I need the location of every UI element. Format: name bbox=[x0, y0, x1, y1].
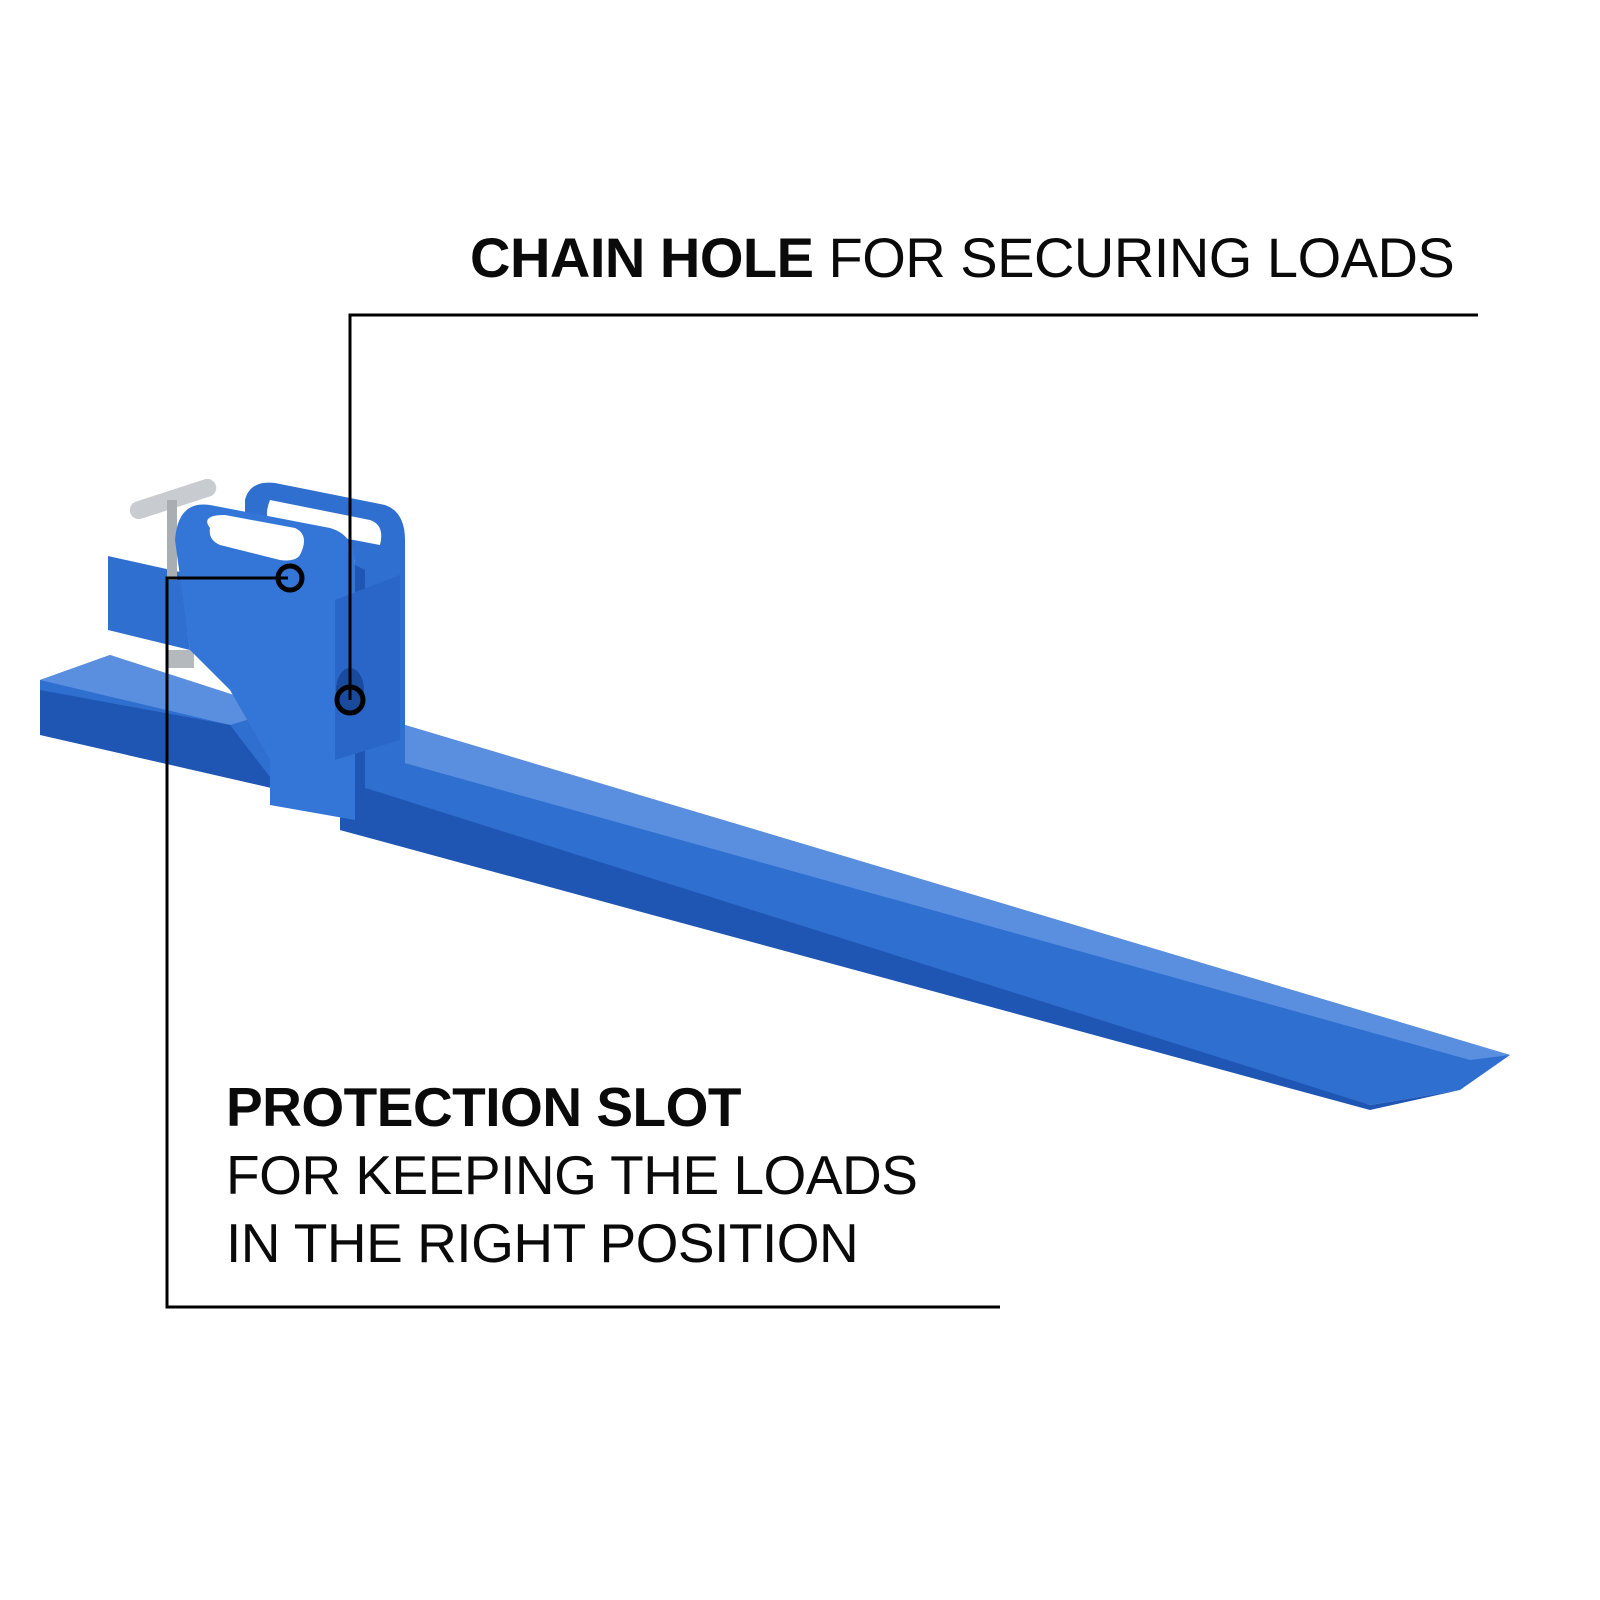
rear-tube bbox=[40, 655, 280, 790]
chain-hole-callout: CHAIN HOLE FOR SECURING LOADS bbox=[470, 226, 1455, 289]
protection-slot-marker bbox=[275, 563, 305, 593]
side-box bbox=[335, 575, 400, 760]
t-handle-pin bbox=[129, 478, 217, 668]
protection-slot-leader bbox=[165, 576, 1000, 1309]
protection-slot-title: PROTECTION SLOT bbox=[226, 1076, 742, 1138]
fork-tine bbox=[340, 725, 1510, 1110]
chain-hole-marker bbox=[334, 684, 366, 716]
chain-hole-leader bbox=[348, 313, 1478, 700]
front-plate bbox=[175, 504, 365, 820]
protection-slot-callout: PROTECTION SLOT FOR KEEPING THE LOADS IN… bbox=[226, 1073, 918, 1277]
callout-leaders bbox=[165, 313, 1478, 1309]
protection-slot-description-line1: FOR KEEPING THE LOADS bbox=[226, 1144, 918, 1206]
chain-hole-title: CHAIN HOLE bbox=[470, 226, 814, 289]
protection-slot-description-line2: IN THE RIGHT POSITION bbox=[226, 1212, 859, 1274]
chain-hole-description: FOR SECURING LOADS bbox=[813, 226, 1455, 289]
